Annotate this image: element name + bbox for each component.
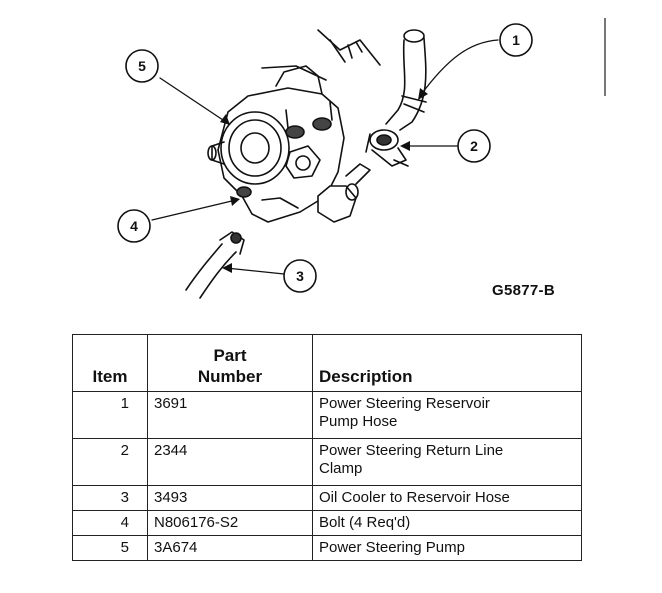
leader-lines	[151, 39, 499, 275]
table-row: 4 N806176-S2 Bolt (4 Req'd)	[72, 510, 582, 536]
table-row: 3 3493 Oil Cooler to Reservoir Hose	[72, 485, 582, 511]
reservoir-pump-hose	[385, 29, 427, 131]
power-steering-pump	[207, 65, 345, 223]
callout-label-2: 2	[470, 138, 478, 154]
callout-markers	[117, 23, 533, 293]
desc-line2: Pump Hose	[319, 413, 398, 430]
row-item: 3	[72, 485, 148, 511]
row-item: 4	[72, 510, 148, 536]
callout-circle-1	[499, 23, 533, 57]
row-part-number: 3691	[147, 391, 313, 439]
row-part-number: 3A674	[147, 535, 313, 561]
leader-arrowheads	[220, 88, 428, 273]
page-edge-mark	[604, 18, 606, 96]
callout-circle-5	[125, 49, 159, 83]
callout-label-4: 4	[130, 218, 138, 234]
desc-line1: Power Steering Return Line	[319, 442, 504, 459]
header-part-line1: Part	[213, 346, 247, 365]
outlet-fitting	[317, 163, 371, 223]
callout-label-5: 5	[138, 58, 146, 74]
header-item: Item	[72, 334, 148, 392]
mounting-bracket-lines	[261, 29, 381, 81]
callout-label-3: 3	[296, 268, 304, 284]
table-row: 5 3A674 Power Steering Pump	[72, 535, 582, 561]
row-item: 1	[72, 391, 148, 439]
pump-diagram: 1 2 3 4 5	[117, 23, 533, 299]
row-description: Power Steering Pump	[312, 535, 582, 561]
callout-circle-3	[283, 259, 317, 293]
row-part-number: N806176-S2	[147, 510, 313, 536]
row-description: Bolt (4 Req'd)	[312, 510, 582, 536]
header-part-line2: Number	[197, 367, 263, 386]
oil-cooler-hose	[185, 231, 245, 299]
row-description: Oil Cooler to Reservoir Hose	[312, 485, 582, 511]
desc-line2: Clamp	[319, 460, 363, 477]
row-item: 2	[72, 438, 148, 486]
desc-line1: Power Steering Reservoir	[319, 395, 490, 412]
row-part-number: 3493	[147, 485, 313, 511]
callout-circle-2	[457, 129, 491, 163]
callout-label-1: 1	[512, 32, 520, 48]
row-item: 5	[72, 535, 148, 561]
figure-code: G5877-B	[492, 282, 555, 299]
return-line-clamp	[365, 129, 409, 167]
header-description: Description	[312, 334, 582, 392]
row-part-number: 2344	[147, 438, 313, 486]
callout-circle-4	[117, 209, 151, 243]
